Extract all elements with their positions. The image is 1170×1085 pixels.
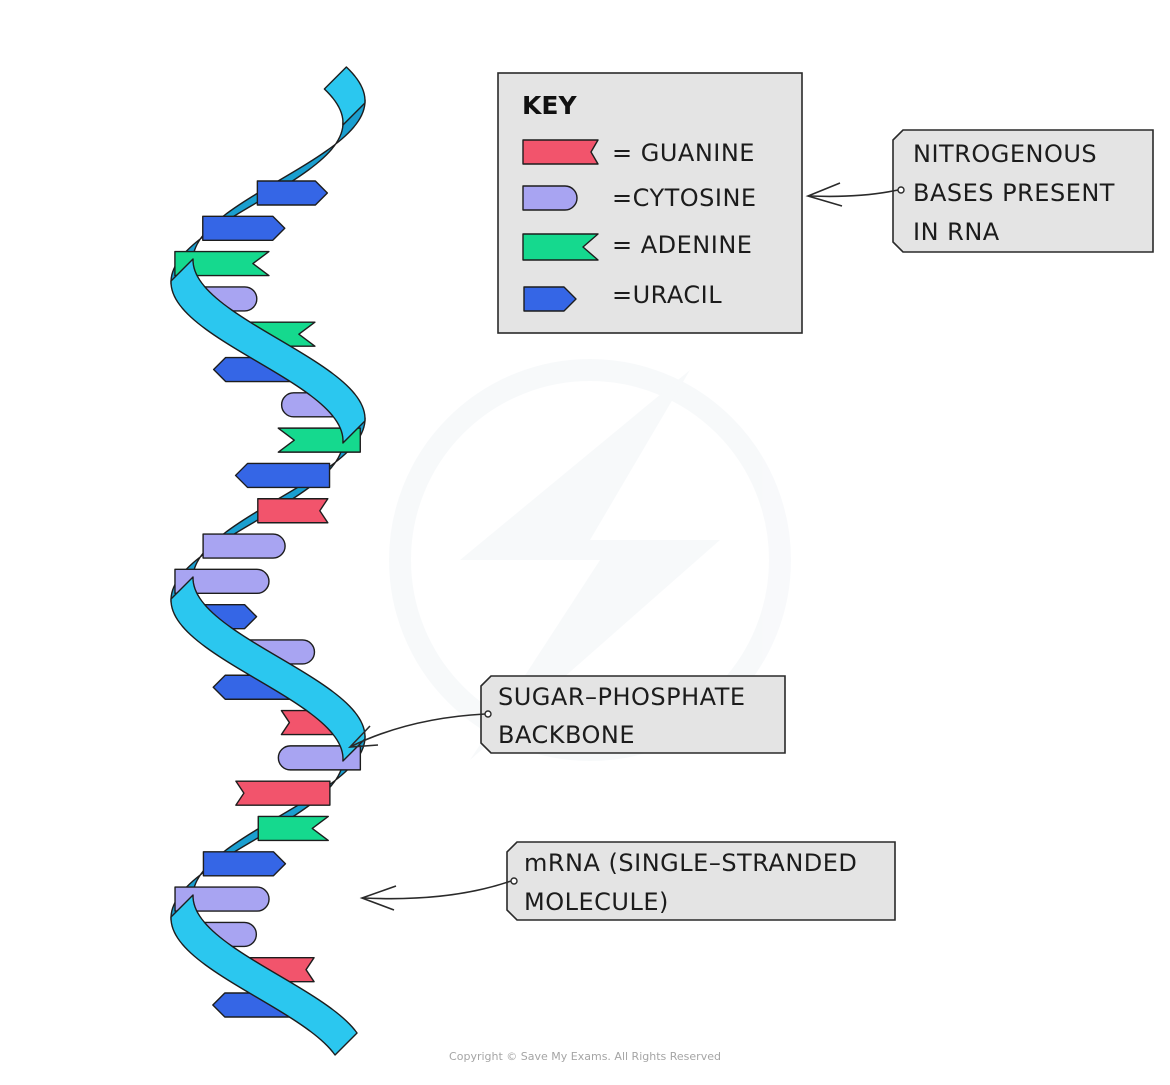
key-item-cytosine: =CYTOSINE (522, 184, 757, 212)
base-cytosine (174, 568, 270, 595)
backbone-segment (170, 258, 366, 444)
key-item-guanine: = GUANINE (522, 139, 755, 167)
base-adenine (257, 815, 329, 842)
base-guanine (257, 498, 329, 524)
arrow-to-molecule (359, 877, 518, 911)
base-guanine (235, 780, 331, 806)
cytosine-swatch (522, 185, 578, 211)
callout-nitrogenous-line-3: IN RNA (913, 218, 1000, 246)
base-cytosine (277, 745, 362, 771)
sugar-phosphate-backbone-back (170, 99, 366, 921)
key-title: KEY (522, 91, 577, 120)
key-item-adenine: = ADENINE (522, 231, 752, 261)
copyright-notice: Copyright © Save My Exams. All Rights Re… (449, 1050, 721, 1063)
callout-nitrogenous-line-1: NITROGENOUS (913, 140, 1097, 168)
base-adenine (277, 427, 361, 453)
callout-backbone: SUGAR–PHOSPHATE BACKBONE (347, 675, 786, 754)
callout-nitrogenous-line-2: BASES PRESENT (913, 179, 1115, 207)
arrow-to-key (805, 182, 905, 207)
key-label-uracil: =URACIL (612, 281, 722, 309)
base-uracil (256, 180, 329, 206)
callout-mrna-line-1: mRNA (SINGLE–STRANDED (524, 849, 857, 877)
guanine-swatch (522, 139, 599, 165)
arrow-to-backbone (347, 710, 492, 748)
key-label-guanine: = GUANINE (612, 139, 755, 167)
callout-nitrogenous-bases: NITROGENOUS BASES PRESENT IN RNA (805, 129, 1154, 253)
backbone-segment (170, 576, 366, 762)
backbone-segment (323, 66, 366, 126)
callout-backbone-line-1: SUGAR–PHOSPHATE (498, 683, 746, 711)
sugar-phosphate-backbone-front (170, 66, 366, 1056)
base-cytosine (202, 533, 286, 559)
key-item-uracil: =URACIL (523, 281, 722, 312)
callout-mrna: mRNA (SINGLE–STRANDED MOLECULE) (359, 841, 896, 921)
callout-mrna-line-2: MOLECULE) (524, 888, 669, 916)
uracil-swatch (523, 286, 577, 312)
base-uracil (202, 215, 286, 242)
base-cytosine (174, 886, 270, 912)
callout-backbone-line-2: BACKBONE (498, 721, 635, 749)
base-adenine (174, 250, 270, 277)
key-box: KEY = GUANINE =CYTOSINE = ADENINE =URACI… (497, 72, 803, 334)
base-uracil (202, 851, 287, 877)
adenine-swatch (522, 233, 599, 261)
rna-molecule (170, 66, 366, 1056)
key-label-adenine: = ADENINE (612, 231, 752, 259)
backbone-segment (170, 894, 358, 1056)
key-label-cytosine: =CYTOSINE (612, 184, 757, 212)
base-uracil (234, 462, 331, 489)
